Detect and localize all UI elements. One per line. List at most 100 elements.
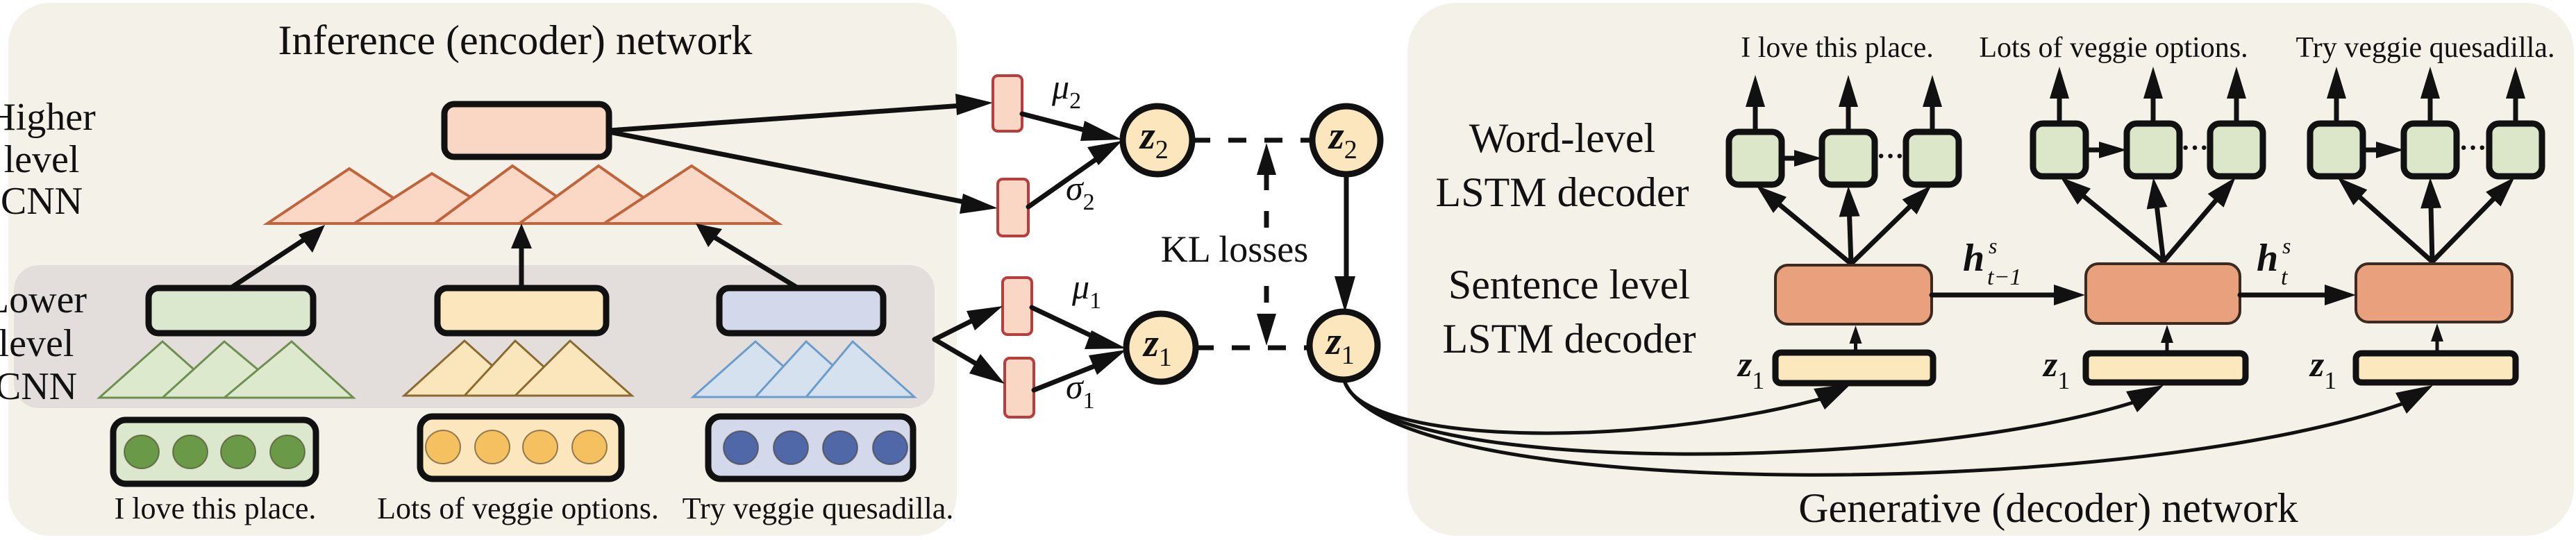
word-vector-dot [172,434,208,469]
encoder-input-sentences: I love this place. Lots of veggie option… [115,491,954,525]
arrowhead [1080,121,1122,141]
word-lstm-cell [2400,120,2460,180]
lower-to-params-arrows [932,306,1005,384]
fan-arrow-shaft [2429,196,2496,264]
word-vector-dot [269,434,306,469]
lower-group-yellow [401,285,635,482]
label-line: CNN [1,180,83,223]
sigma1-box [1003,357,1035,419]
z-input-label: z1 [2309,345,2336,394]
z-to-sentence-arrowhead [1849,326,1862,344]
z2-posterior-node: z2 [1119,103,1196,178]
encoder-title: Inference (encoder) network [278,17,753,63]
lower-cnn-filter [512,339,635,397]
arrowhead [511,223,532,248]
node-circle [1306,308,1381,383]
lower-cnn-filter [221,340,356,399]
sentence-recurrence-arrows [1929,285,2356,305]
lower-to-higher-arrows [230,223,798,289]
fan-arrowhead [2146,177,2168,210]
label-line: Word-level [1469,115,1655,161]
input-sentence: I love this place. [115,491,317,525]
z-to-sentence-arrowhead [2161,325,2173,343]
word-lstm-cell [1818,128,1878,188]
z-input-label: z1 [1737,345,1764,394]
kl-label-bg [1146,229,1323,269]
arrow-shaft [606,129,978,207]
higher-level-cnn-label: Higher level CNN [0,96,96,223]
generated-sentence: I love this place. [1741,32,1934,64]
z2-to-z1-arrowhead [1335,276,1355,312]
arrowhead [299,225,325,253]
fan-arrow-shaft [2082,194,2166,264]
arrowhead [1089,350,1126,375]
word-recurrence-arrowhead [2376,142,2404,158]
fan-arrowhead [2207,177,2236,208]
word-vector-dot [822,430,858,465]
arrow-shaft [703,229,798,289]
z-input-box [1772,349,1937,387]
params-to-z-arrows [1019,111,1126,393]
generated-sentence: Lots of veggie options. [1979,32,2248,64]
arrowhead [2126,385,2164,412]
node-label: z1 [1142,322,1172,372]
arrow-shaft [1029,305,1103,343]
word-vector-dot [220,434,256,469]
lower-level-cnn-groups [97,285,917,487]
arrow-shaft [606,102,975,133]
decoder-step-3: Try veggie quesadilla.···z1 [2296,32,2555,394]
ellipsis: ··· [1876,140,1904,171]
mu2-box [992,74,1023,133]
z-input-box [2352,350,2519,386]
word-vector-dot [872,430,908,465]
z1-posterior-node: z1 [1123,310,1199,385]
fan-arrow-shaft [1848,204,1912,267]
word-recurrence-arrowhead [2099,142,2127,158]
node-label: z1 [1325,320,1355,370]
sigma2-label: σ2 [1066,169,1095,215]
z-to-sentence-arrowhead [2431,323,2443,341]
word-vector-dot [124,434,160,469]
label-line: CNN [0,365,77,408]
node-label: z2 [1139,115,1169,164]
output-arrowhead [2420,67,2440,99]
output-arrowhead [2050,67,2069,99]
z-subscript: 1 [2057,366,2070,394]
latent-section: μ2 σ2 μ1 σ1 KL losses z2 z1 z2 z1 [932,67,1384,419]
word-vector-dot [723,430,759,465]
z-subscript: 1 [2324,366,2336,394]
input-sentence: Lots of veggie options. [377,491,659,525]
word-lstm-cell [2486,120,2545,180]
curve-to-step-3 [1342,380,2416,477]
word-vector-dot [773,430,809,465]
kl-losses-label: KL losses [1161,228,1309,270]
z-symbol: z [1737,345,1753,385]
arrowhead [967,306,1003,330]
label-line: Lower [0,278,87,321]
label-line: Sentence level [1448,262,1690,307]
arrowhead [1085,330,1126,349]
sentence-representation-box [434,285,610,337]
z-symbol: z [2042,345,2058,385]
mu2-label: μ2 [1051,67,1081,114]
arrowhead [969,354,1005,384]
word-level-label: Word-level LSTM decoder [1436,115,1689,215]
word-embedding-box [705,413,917,482]
arrow-shaft [932,319,973,342]
arrowhead [2325,285,2356,305]
word-vector-dot [571,430,608,464]
fan-arrow-shaft [1777,202,1854,267]
output-arrowhead [2143,67,2163,99]
arrow-shaft [1026,153,1103,210]
fan-arrowhead [1839,185,1860,217]
lower-cnn-filter [803,339,917,398]
z-input-box [2082,350,2249,386]
lower-level-cnn-label: Lower level CNN [0,278,87,408]
decoder-panel: Generative (decoder) network Word-level … [1342,3,2574,536]
sentence-representation-box [716,285,887,337]
fan-arrowhead [2420,177,2442,209]
lower-group-green [97,285,356,487]
fan-arrow-shaft [2428,205,2435,264]
decoder-step-1: I love this place. ··· z1 [1725,32,1962,394]
